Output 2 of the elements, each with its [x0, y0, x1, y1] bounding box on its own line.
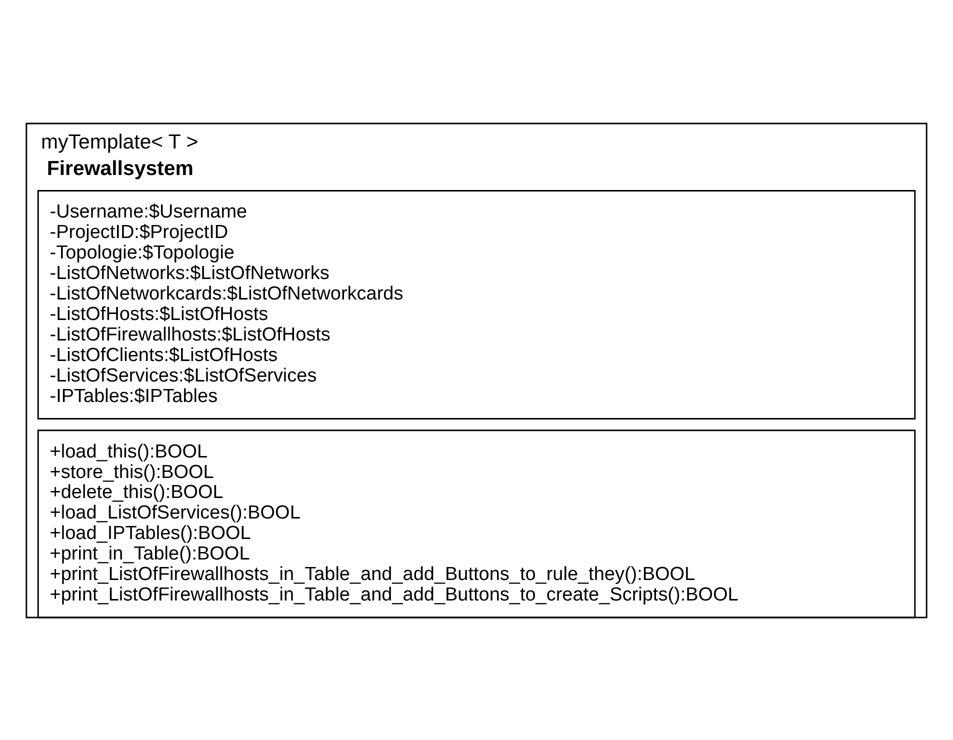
node-box: +load_this():BOOL +store_this():BOOL +delete_this():BOOL +load_ListOfServices():BOOL +load_IPTables():BOOL +print_in_Table():BOOL +print_ListOfFirewallhosts_in_Table_and_add_Buttons_to_rule_they():BOOL +print_ListOfFirewallhosts_in_Table_and_add_Buttons_to_create_Scripts():BOOL [37, 429, 916, 618]
node-box: -Username:$Username -ProjectID:$ProjectID -Topologie:$Topologie -ListOfNetworks:$ListOfNetworks -ListOfNetworkcards:$ListOfNetworkcards -ListOfHosts:$ListOfHosts -ListOfFirewallhosts:$ListOfHosts -ListOfClients:$ListOfHosts -ListOfServices:$ListOfServices -IPTables:$IPTables [37, 190, 916, 419]
